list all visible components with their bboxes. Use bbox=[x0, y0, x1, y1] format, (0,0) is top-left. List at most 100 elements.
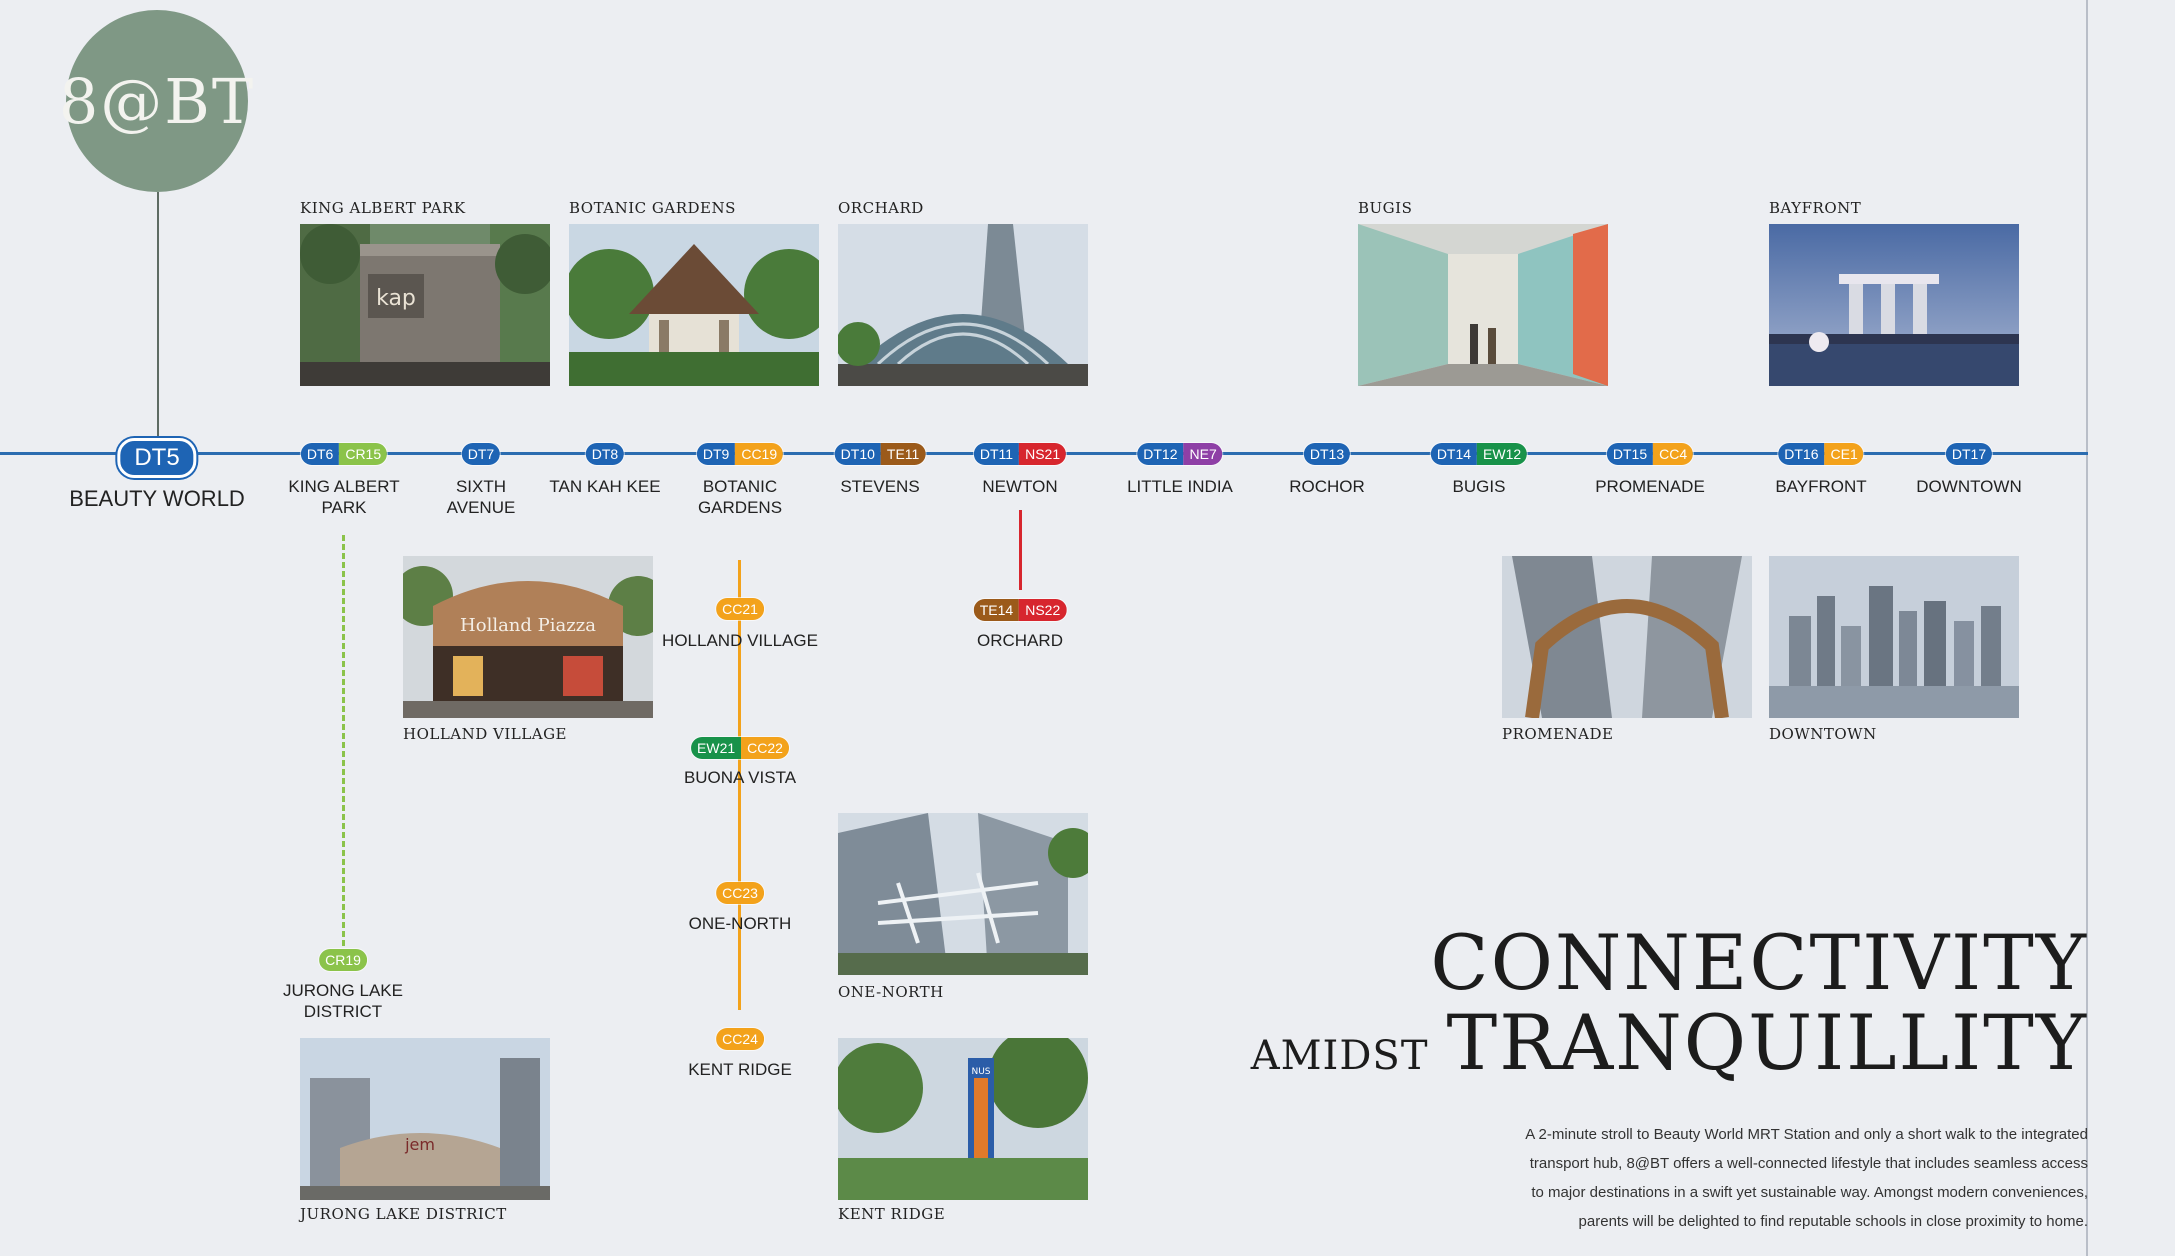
code-dt16: DT16 bbox=[1778, 443, 1825, 465]
station-code-jurong-lake-district: CR19 bbox=[319, 949, 367, 971]
station-name-jurong-lake-district: JURONG LAKE DISTRICT bbox=[283, 980, 403, 1022]
code-dt13: DT13 bbox=[1303, 443, 1351, 465]
photo-promenade bbox=[1502, 556, 1752, 718]
station-name-main-2: TAN KAH KEE bbox=[549, 476, 660, 497]
station-name-main-6: LITTLE INDIA bbox=[1127, 476, 1233, 497]
code-dt14: DT14 bbox=[1430, 443, 1478, 465]
photo-botanic-gardens-image bbox=[569, 224, 819, 386]
photo-bayfront bbox=[1769, 224, 2019, 386]
code-dt10: DT10 bbox=[834, 443, 881, 465]
code-dt7: DT7 bbox=[461, 443, 501, 465]
photo-bugis-image bbox=[1358, 224, 1608, 386]
code-dt17: DT17 bbox=[1945, 443, 1993, 465]
description-line: transport hub, 8@BT offers a well-connec… bbox=[1529, 1155, 2088, 1172]
photo-king-albert-park: kap bbox=[300, 224, 550, 386]
station-name-line1: DOWNTOWN bbox=[1916, 477, 2022, 496]
caption-holland-village: HOLLAND VILLAGE bbox=[403, 725, 567, 743]
code-dt12: DT12 bbox=[1137, 443, 1184, 465]
station-code-main-2: DT8 bbox=[585, 443, 625, 465]
code-dt6: DT6 bbox=[300, 443, 340, 465]
circle-line-track bbox=[738, 560, 741, 1010]
caption-bayfront: BAYFRONT bbox=[1769, 199, 1862, 217]
station-name-line1: JURONG LAKE bbox=[283, 981, 403, 1000]
station-name-line1: LITTLE INDIA bbox=[1127, 477, 1233, 496]
code-cr19: CR19 bbox=[319, 949, 367, 971]
caption-botanic-gardens: BOTANIC GARDENS bbox=[569, 199, 736, 217]
code-ne7: NE7 bbox=[1183, 443, 1223, 465]
description-line: parents will be delighted to find reputa… bbox=[1578, 1213, 2088, 1230]
station-name-main-4: STEVENS bbox=[840, 476, 919, 497]
photo-one-north bbox=[838, 813, 1088, 975]
cross-island-line-track bbox=[342, 535, 345, 955]
photo-bugis bbox=[1358, 224, 1608, 386]
caption-kent-ridge: KENT RIDGE bbox=[838, 1205, 946, 1223]
description-line: A 2-minute stroll to Beauty World MRT St… bbox=[1525, 1126, 2088, 1143]
description-line: to major destinations in a swift yet sus… bbox=[1531, 1184, 2088, 1201]
station-name-line2: GARDENS bbox=[697, 498, 783, 517]
station-code-holland-village: CC21 bbox=[716, 598, 764, 620]
station-name-holland-village: HOLLAND VILLAGE bbox=[662, 631, 818, 650]
code-dt11: DT11 bbox=[973, 443, 1020, 465]
station-name-line1: ROCHOR bbox=[1289, 477, 1365, 496]
station-name-line1: BAYFRONT bbox=[1775, 477, 1867, 496]
photo-kent-ridge-image: NUS bbox=[838, 1038, 1088, 1200]
heading-line1: CONNECTIVITY bbox=[1430, 918, 2088, 1007]
photo-downtown-image bbox=[1769, 556, 2019, 718]
station-name-line1: KING ALBERT bbox=[288, 477, 400, 496]
station-name-main-11: DOWNTOWN bbox=[1916, 476, 2021, 497]
caption-jurong-lake-district: JURONG LAKE DISTRICT bbox=[300, 1205, 507, 1223]
code-dt8: DT8 bbox=[585, 443, 625, 465]
station-code-kent-ridge: CC24 bbox=[716, 1028, 764, 1050]
code-cc21: CC21 bbox=[716, 598, 764, 620]
station-code-buona-vista: EW21 CC22 bbox=[691, 737, 789, 759]
photo-one-north-image bbox=[838, 813, 1088, 975]
code-dt15: DT15 bbox=[1606, 443, 1654, 465]
station-code-main-7: DT13 bbox=[1303, 443, 1351, 465]
station-code-main-11: DT17 bbox=[1945, 443, 1993, 465]
code-te14: TE14 bbox=[973, 599, 1020, 621]
photo-jurong-lake-district: jem bbox=[300, 1038, 550, 1200]
north-south-line-track bbox=[1019, 510, 1022, 590]
station-name-orchard-tel: ORCHARD bbox=[977, 631, 1063, 650]
station-name-line1: STEVENS bbox=[840, 477, 920, 496]
code-cr15: CR15 bbox=[339, 443, 388, 465]
station-code-main-1: DT7 bbox=[461, 443, 501, 465]
photo-bayfront-image bbox=[1769, 224, 2019, 386]
photo-botanic-gardens bbox=[569, 224, 819, 386]
station-name-main-7: ROCHOR bbox=[1289, 476, 1365, 497]
photo-orchard bbox=[838, 224, 1088, 386]
photo-orchard-image bbox=[838, 224, 1088, 386]
code-ew12: EW12 bbox=[1477, 443, 1528, 465]
photo-kent-ridge: NUS bbox=[838, 1038, 1088, 1200]
code-te11: TE11 bbox=[880, 443, 926, 465]
station-name-main-9: PROMENADE bbox=[1595, 476, 1705, 497]
station-name-line2: AVENUE bbox=[446, 498, 516, 517]
station-name-main-8: BUGIS bbox=[1453, 476, 1506, 497]
caption-promenade: PROMENADE bbox=[1502, 725, 1614, 743]
station-code-one-north: CC23 bbox=[716, 882, 764, 904]
station-name-line2: DISTRICT bbox=[303, 1002, 383, 1021]
station-name-line1: BUGIS bbox=[1452, 477, 1506, 496]
station-code-origin: DT5 bbox=[117, 438, 197, 478]
photo-holland-village: Holland Piazza bbox=[403, 556, 653, 718]
code-cc24: CC24 bbox=[716, 1028, 764, 1050]
station-name-one-north: ONE-NORTH bbox=[688, 914, 792, 933]
code-ns22: NS22 bbox=[1019, 599, 1067, 621]
jem-sign: jem bbox=[404, 1135, 435, 1154]
code-ew21: EW21 bbox=[691, 737, 742, 759]
station-name-line1: PROMENADE bbox=[1595, 477, 1705, 496]
heading-line2-large: TRANQUILLITY bbox=[1446, 998, 2088, 1087]
station-name-line1: TAN KAH KEE bbox=[549, 477, 661, 496]
code-cc4: CC4 bbox=[1653, 443, 1694, 465]
caption-orchard: ORCHARD bbox=[838, 199, 924, 217]
holland-piazza-sign: Holland Piazza bbox=[460, 615, 596, 636]
